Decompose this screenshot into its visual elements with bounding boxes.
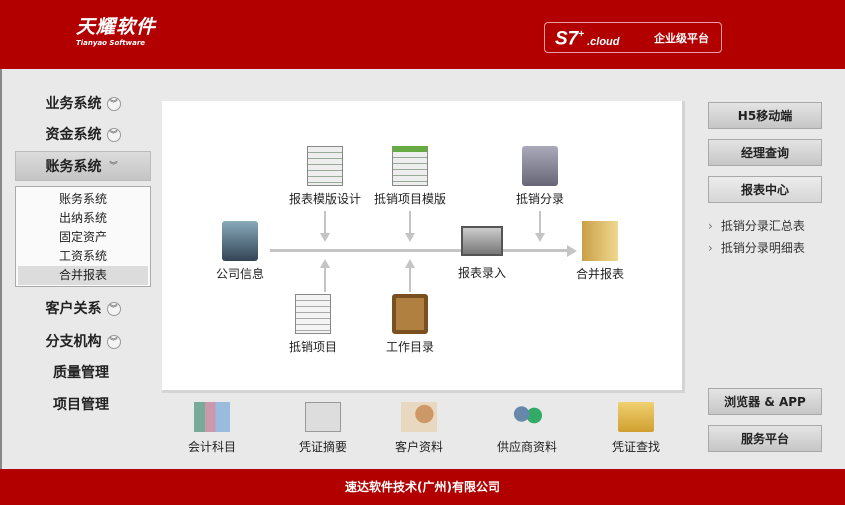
nav-business[interactable]: 业务系统︾ [15,89,151,119]
product-suffix: .cloud [587,35,620,48]
arrow-up-icon [405,259,415,268]
shortcut-voucher-summary[interactable]: 凭证摘要 [278,402,368,455]
flow-line [270,249,570,252]
node-work-directory[interactable]: 工作目录 [365,294,455,355]
logo-text: 天耀软件 [76,16,157,38]
footer: 速达软件技术(广州)有限公司 [0,469,845,505]
product-name-text: S7 [555,28,579,50]
flow-line [409,268,411,292]
nav-crm[interactable]: 客户关系︾ [15,294,151,324]
node-template-design[interactable]: 报表模版设计 [280,146,370,207]
submenu-item[interactable]: 出纳系统 [58,211,107,225]
flow-line [539,211,541,233]
flow-line [324,268,326,292]
spreadsheet-tools-icon [307,146,343,186]
spreadsheet-icon [392,146,428,186]
node-elimination-entry[interactable]: 抵销分录 [495,146,585,207]
documents-icon [305,402,341,432]
flow-line [324,211,326,233]
chevron-down-icon: ︾ [106,97,121,111]
nav-projects[interactable]: 项目管理 [53,397,109,413]
arrow-down-icon [320,233,330,242]
chevron-down-icon: ︾ [109,161,118,170]
flow-line [409,211,411,233]
link-elimination-summary[interactable]: ›抵销分录汇总表 [708,219,805,233]
chevron-right-icon: › [708,241,713,255]
arrow-down-icon [535,233,545,242]
building-icon [222,221,258,261]
nav-branches[interactable]: 分支机构︾ [15,327,151,357]
folder-search-icon [618,402,654,432]
submenu-item-selected[interactable]: 合并报表 [18,266,148,285]
chevron-right-icon: › [708,219,713,233]
node-company-info[interactable]: 公司信息 [195,221,285,282]
link-elimination-detail[interactable]: ›抵销分录明细表 [708,241,805,255]
arrow-right-icon [567,245,577,257]
customer-icon [401,402,437,432]
clipboard-clock-icon [392,294,428,334]
node-consolidated-report[interactable]: 合并报表 [555,221,645,282]
arrow-up-icon [320,259,330,268]
arrow-down-icon [405,233,415,242]
shortcut-suppliers[interactable]: 供应商资料 [482,402,572,455]
node-report-entry[interactable]: 报表录入 [437,226,527,281]
product-sup: + [578,29,585,41]
shortcut-accounts[interactable]: 会计科目 [167,402,257,455]
shortcut-customers[interactable]: 客户资料 [374,402,464,455]
chevron-down-icon: ︾ [106,302,121,316]
node-elimination-item[interactable]: 抵销项目 [268,294,358,355]
users-icon [509,402,545,432]
workflow-diagram: 公司信息 报表模版设计 抵销项目模版 抵销分录 报表录入 合并报表 抵销项目 工… [162,101,685,393]
accounting-submenu: 账务系统 出纳系统 固定资产 工资系统 合并报表 [15,186,151,287]
shortcut-voucher-search[interactable]: 凭证查找 [591,402,681,455]
h5-mobile-button[interactable]: H5移动端 [708,102,822,129]
checklist-icon [295,294,331,334]
product-tag: 企业级平台 [654,32,709,45]
product-name: S7+ [555,24,584,50]
nav-quality[interactable]: 质量管理 [53,365,109,381]
logo: 天耀软件 Tianyao Software [76,16,156,48]
product-badge: S7+ .cloud 企业级平台 [544,22,722,53]
nav-funds[interactable]: 资金系统︾ [15,120,151,150]
chevron-down-icon: ︾ [106,128,121,142]
submenu-item[interactable]: 固定资产 [58,230,107,244]
chevron-down-icon: ︾ [106,335,121,349]
left-nav: 业务系统︾ 资金系统︾ 账务系统︾ 账务系统 出纳系统 固定资产 工资系统 合并… [0,69,160,469]
browser-app-button[interactable]: 浏览器 & APP [708,388,822,415]
node-elimination-template[interactable]: 抵销项目模版 [365,146,455,207]
logo-subtext: Tianyao Software [76,39,146,47]
nav-accounting[interactable]: 账务系统︾ [15,151,151,181]
service-platform-button[interactable]: 服务平台 [708,425,822,452]
folder-icon [582,221,618,261]
computer-icon [522,146,558,186]
header: 天耀软件 Tianyao Software S7+ .cloud 企业级平台 [0,0,845,69]
submenu-item[interactable]: 工资系统 [58,249,107,263]
binders-icon [194,402,230,432]
manager-query-button[interactable]: 经理查询 [708,139,822,166]
report-center-button[interactable]: 报表中心 [708,176,822,203]
submenu-item[interactable]: 账务系统 [58,192,107,206]
monitor-icon [461,226,503,256]
